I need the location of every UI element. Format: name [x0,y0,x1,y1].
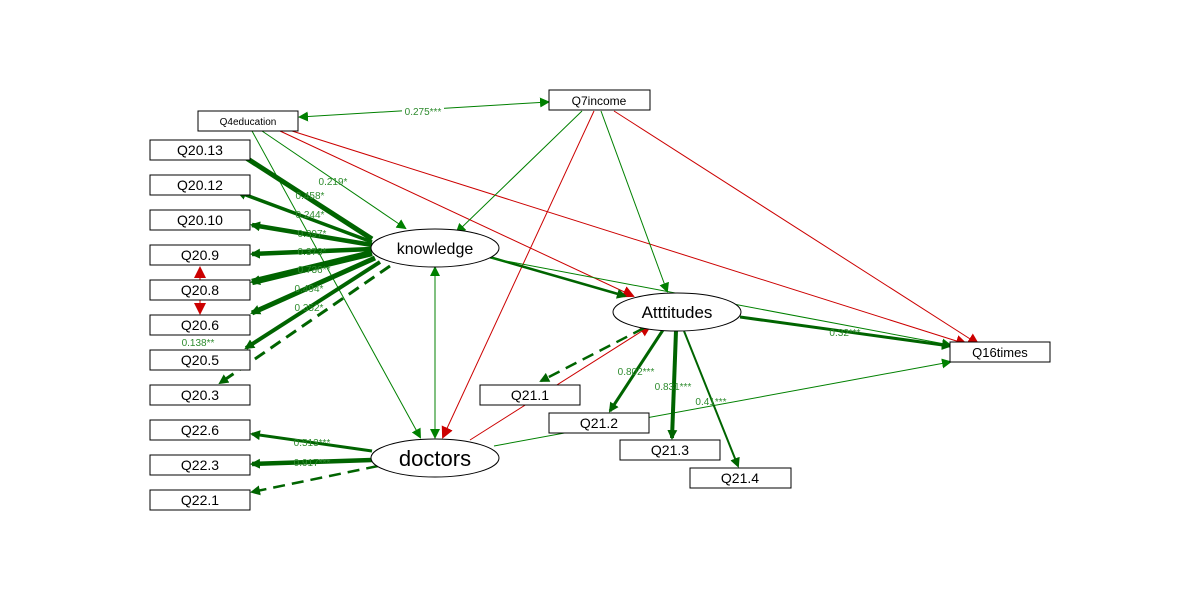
edge-knowledge-q20-13 [235,149,374,242]
coef-knowledge-q20-8: 0.373* [298,247,327,258]
node-q21-2: Q21.2 [548,412,650,434]
coef-knowledge-q20-9: 0.397* [298,229,327,240]
node-q20-8-label: Q20.8 [181,282,219,298]
node-q20-3-label: Q20.3 [181,387,219,403]
edge-education-q16 [291,130,968,347]
edge-knowledge-q20-5 [244,260,382,350]
node-knowledge-label: knowledge [397,241,474,258]
node-q20-10: Q20.10 [149,209,251,231]
latent-nodes: knowledge Atttitudes doctors [370,228,742,478]
edge-knowledge-q20-12 [236,190,373,244]
node-q22-3: Q22.3 [149,454,251,476]
node-q20-12: Q20.12 [149,174,251,196]
edge-doctors-q22-1 [250,464,379,496]
coef-doctors-q22-6: 0.513*** [294,438,331,449]
coef-attitudes-q21-2: 0.802*** [618,367,655,378]
node-doctors-label: doctors [399,446,471,471]
coef-knowledge-q20-13: 0.219* [319,177,348,188]
node-q7income-label: Q7income [572,94,627,108]
coef-q20-6-q20-5: 0.138** [182,338,215,349]
edge-knowledge-attitudes [485,254,627,299]
edge-education-attitudes [279,130,635,298]
edge-income-q16 [613,110,980,346]
edge-education-knowledge [261,130,407,230]
edge-knowledge-q20-6 [250,255,377,316]
edge-attitudes-q16 [739,315,952,350]
node-q20-10-label: Q20.10 [177,212,223,228]
node-q21-3-label: Q21.3 [651,442,689,458]
edge-doctors-attitudes [469,324,652,441]
node-q22-1-label: Q22.1 [181,492,219,508]
coef-knowledge-q20-3: 0.352* [295,303,324,314]
coef-attitudes-q16: 0.32*** [829,328,860,339]
node-q16times-label: Q16times [972,345,1028,360]
node-q21-4: Q21.4 [689,467,792,489]
edge-attitudes-q21-2 [608,329,665,413]
node-q21-2-label: Q21.2 [580,415,618,431]
node-q4education: Q4education [197,110,299,132]
coef-education-income: 0.275*** [405,107,442,118]
coef-attitudes-q21-4: 0.41*** [695,397,726,408]
edge-income-doctors [441,110,595,439]
edge-attitudes-q21-3 [667,330,678,440]
node-q20-9-label: Q20.9 [181,247,219,263]
coef-knowledge-q20-5: 0.494* [295,284,324,295]
edge-knowledge-q20-9 [250,246,373,259]
edge-doctors-q22-3 [250,457,373,469]
coef-attitudes-q21-3: 0.831*** [655,382,692,393]
coefficient-labels: 0.275*** 0.219* 0.458* 0.244* 0.397* 0.3… [182,106,861,469]
node-q20-5-label: Q20.5 [181,352,219,368]
node-q20-8: Q20.8 [149,279,251,301]
node-q21-1-label: Q21.1 [511,387,549,403]
edge-attitudes-q21-1 [539,326,645,383]
node-q20-6: Q20.6 [149,314,251,336]
coef-doctors-q22-3: 0.917*** [294,458,331,469]
edge-knowledge-q20-8 [250,249,373,286]
coef-knowledge-q20-10: 0.244* [296,210,325,221]
node-attitudes: Atttitudes [612,292,742,332]
node-q20-12-label: Q20.12 [177,177,223,193]
node-q21-4-label: Q21.4 [721,470,759,486]
node-q22-6-label: Q22.6 [181,422,219,438]
node-q4education-label: Q4education [220,117,277,128]
node-attitudes-label: Atttitudes [642,303,713,322]
node-q20-13-label: Q20.13 [177,142,223,158]
node-q22-3-label: Q22.3 [181,457,219,473]
node-knowledge: knowledge [370,228,500,268]
node-q20-5: Q20.5 [149,349,251,371]
edge-attitudes-q21-4 [683,330,740,468]
node-q20-3: Q20.3 [149,384,251,406]
node-q22-1: Q22.1 [149,489,251,511]
node-doctors: doctors [370,438,500,478]
edge-income-attitudes [600,110,669,293]
node-q7income: Q7income [548,89,651,111]
node-q20-9: Q20.9 [149,244,251,266]
edge-knowledge-q20-10 [250,221,373,248]
coef-knowledge-q20-6: 0.736** [298,265,331,276]
node-q22-6: Q22.6 [149,419,251,441]
node-q16times: Q16times [949,341,1051,363]
node-q21-1: Q21.1 [479,384,581,406]
coef-knowledge-q20-12: 0.458* [296,191,325,202]
node-q21-3: Q21.3 [619,439,721,461]
edge-doctors-q22-6 [250,430,373,453]
observed-nodes: Q4education Q7income Q16times Q20.13 Q20… [149,89,1051,511]
node-q20-13: Q20.13 [149,139,251,161]
edge-income-knowledge [455,110,583,234]
node-q20-6-label: Q20.6 [181,317,219,333]
